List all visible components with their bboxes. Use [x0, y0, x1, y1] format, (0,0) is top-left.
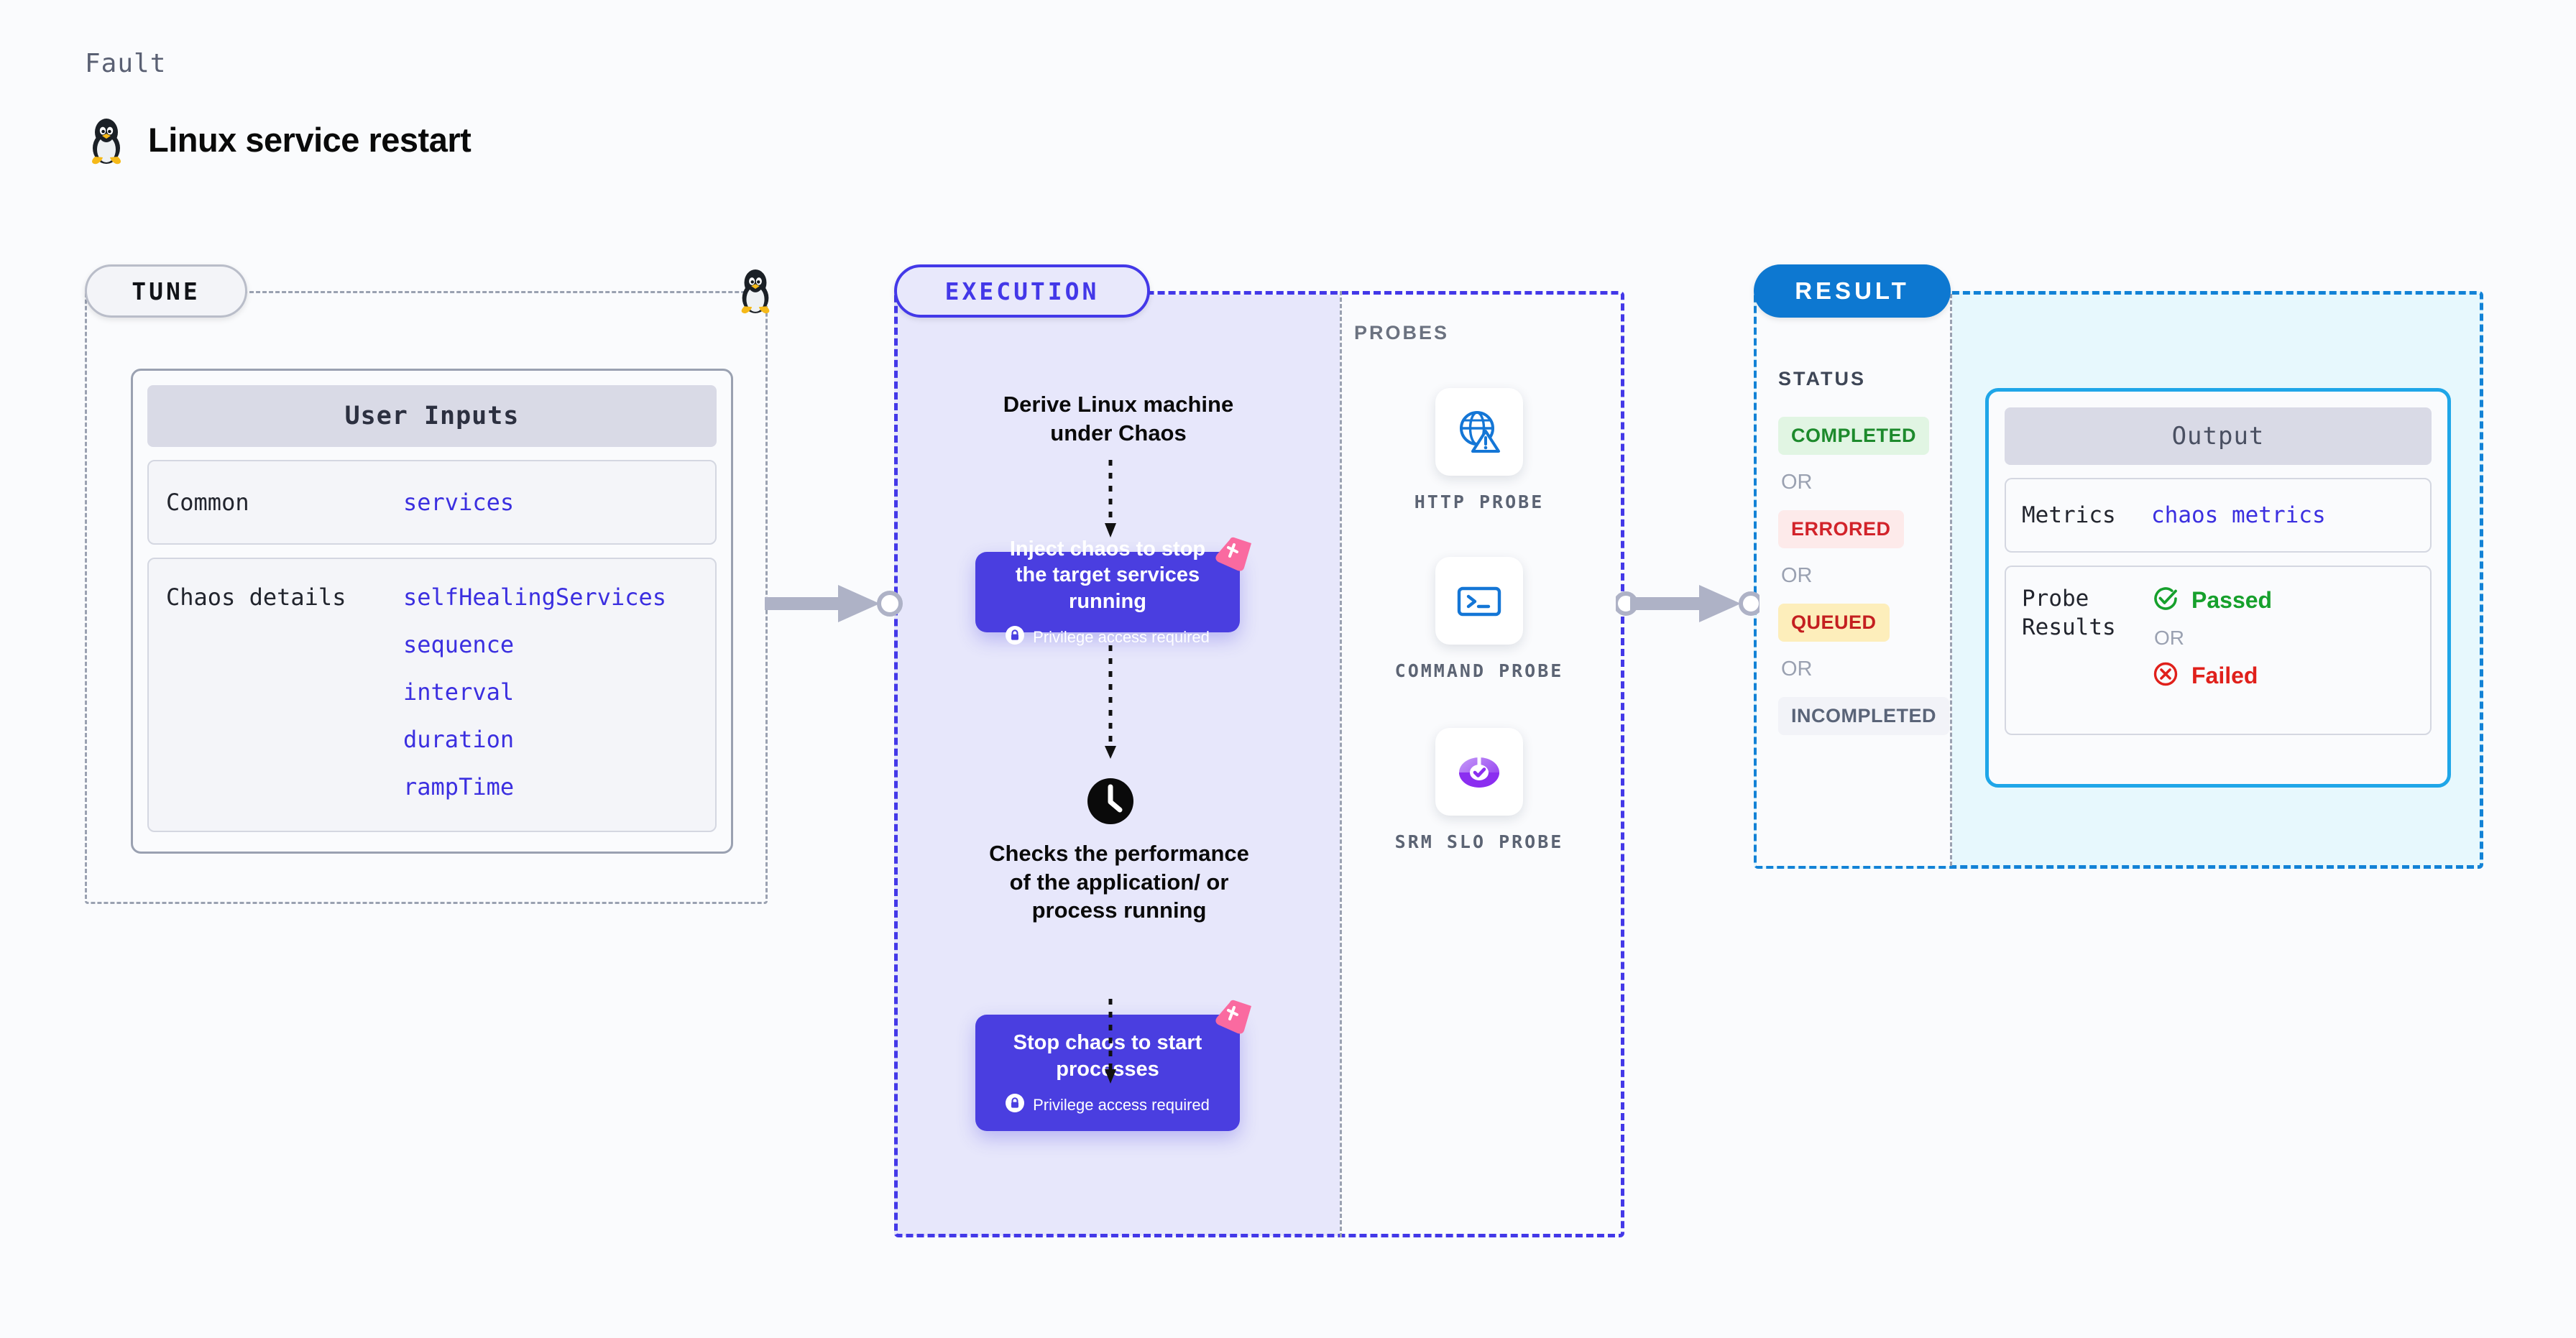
- user-inputs-card: User Inputs Common services Chaos detail…: [131, 369, 733, 854]
- execution-step-derive: Derive Linux machine under Chaos: [1003, 392, 1234, 446]
- execution-pill-label: EXECUTION: [944, 277, 1100, 305]
- probe-label: SRM SLO PROBE: [1394, 831, 1564, 852]
- privilege-row: Privilege access required: [1006, 1094, 1210, 1116]
- page-title-row: Linux service restart: [85, 114, 472, 165]
- harness-ribbon-icon: [1213, 999, 1254, 1041]
- probes-section-label: PROBES: [1354, 322, 1450, 343]
- execution-pill[interactable]: EXECUTION: [894, 264, 1150, 318]
- probe-label: COMMAND PROBE: [1394, 660, 1564, 681]
- output-header: Output: [2005, 407, 2432, 465]
- status-badge-queued: QUEUED: [1778, 604, 1890, 642]
- failed-label: Failed: [2191, 663, 2258, 688]
- terminal-icon: [1435, 557, 1523, 645]
- status-badge-incompleted: INCOMPLETED: [1778, 697, 1950, 735]
- status-badge-completed: COMPLETED: [1778, 417, 1930, 455]
- output-row-probe-results: Probe Results Passed OR: [2005, 566, 2432, 735]
- row-label: Common: [166, 489, 249, 516]
- lock-icon: [1006, 1094, 1025, 1116]
- param-interval[interactable]: interval: [403, 678, 515, 706]
- connector-tune-to-execution: [765, 585, 903, 622]
- probes-divider: [1340, 291, 1342, 1237]
- tune-pill[interactable]: TUNE: [85, 264, 247, 318]
- param-ramptime[interactable]: rampTime: [403, 773, 515, 801]
- chaos-box-title: Stop chaos to start processes: [1013, 1030, 1202, 1081]
- status-title: STATUS: [1778, 368, 1866, 389]
- lock-icon: [1006, 626, 1025, 648]
- user-inputs-header: User Inputs: [147, 385, 717, 447]
- result-pill-label: RESULT: [1795, 277, 1910, 304]
- clock-icon: [1084, 775, 1137, 831]
- result-status-column: [1757, 294, 1952, 866]
- probe-results-values: Passed OR Failed: [2151, 584, 2272, 692]
- globe-warning-icon: [1435, 388, 1523, 476]
- status-or-1: OR: [1781, 471, 1813, 494]
- tune-pill-label: TUNE: [132, 277, 201, 305]
- flow-arrow-2: [1105, 645, 1116, 759]
- probe-result-or: OR: [2154, 627, 2184, 649]
- output-row-metrics: Metrics chaos metrics: [2005, 478, 2432, 553]
- probe-command[interactable]: COMMAND PROBE: [1386, 557, 1573, 683]
- row-label: Chaos details: [166, 583, 346, 611]
- row-values: selfHealingServices sequence interval du…: [403, 583, 666, 801]
- fault-eyebrow-label: Fault: [85, 49, 167, 78]
- chaos-box-title: Inject chaos to stop the target services…: [1009, 537, 1206, 613]
- probe-srm-slo[interactable]: SRM SLO PROBE: [1386, 728, 1573, 854]
- result-pill[interactable]: RESULT: [1754, 264, 1951, 318]
- param-duration[interactable]: duration: [403, 726, 515, 753]
- passed-label: Passed: [2191, 587, 2273, 613]
- page-title: Linux service restart: [148, 120, 472, 159]
- probe-label: HTTP PROBE: [1414, 492, 1545, 512]
- metrics-value[interactable]: chaos metrics: [2151, 502, 2326, 528]
- tune-corner-linux-tux-icon: [735, 264, 776, 318]
- status-or-3: OR: [1781, 658, 1813, 680]
- privilege-row: Privilege access required: [1006, 626, 1210, 648]
- output-card: Output Metrics chaos metrics Probe Resul…: [1985, 388, 2451, 788]
- row-values: services: [403, 489, 514, 516]
- x-circle-icon: [2151, 660, 2180, 692]
- slo-donut-check-icon: [1435, 728, 1523, 816]
- param-sequence[interactable]: sequence: [403, 631, 515, 658]
- probe-result-failed: Failed: [2151, 660, 2272, 692]
- param-selfhealingservices[interactable]: selfHealingServices: [403, 583, 667, 611]
- flow-arrow-1: [1105, 460, 1116, 537]
- probe-results-label: Probe Results: [2022, 586, 2116, 641]
- privilege-text: Privilege access required: [1033, 627, 1210, 646]
- linux-tux-icon: [85, 114, 128, 165]
- privilege-text: Privilege access required: [1033, 1095, 1210, 1114]
- check-circle-icon: [2151, 584, 2180, 617]
- probe-http[interactable]: HTTP PROBE: [1386, 388, 1573, 515]
- status-or-2: OR: [1781, 564, 1813, 587]
- status-badge-list: COMPLETED OR ERRORED OR QUEUED OR INCOMP…: [1778, 417, 1950, 735]
- probe-result-passed: Passed: [2151, 584, 2272, 617]
- chaos-box-inject[interactable]: Inject chaos to stop the target services…: [975, 537, 1251, 646]
- execution-panel: [894, 291, 1624, 1237]
- harness-ribbon-icon: [1213, 536, 1254, 578]
- metrics-label: Metrics: [2022, 502, 2116, 528]
- param-services[interactable]: services: [403, 489, 515, 516]
- execution-step-checks: Checks the performance of the applicatio…: [989, 841, 1249, 923]
- user-inputs-row-chaos-details: Chaos details selfHealingServices sequen…: [147, 558, 717, 832]
- flow-arrow-3: [1105, 999, 1116, 1084]
- user-inputs-row-common: Common services: [147, 460, 717, 545]
- connector-execution-to-result: [1616, 585, 1760, 622]
- status-badge-errored: ERRORED: [1778, 510, 1904, 548]
